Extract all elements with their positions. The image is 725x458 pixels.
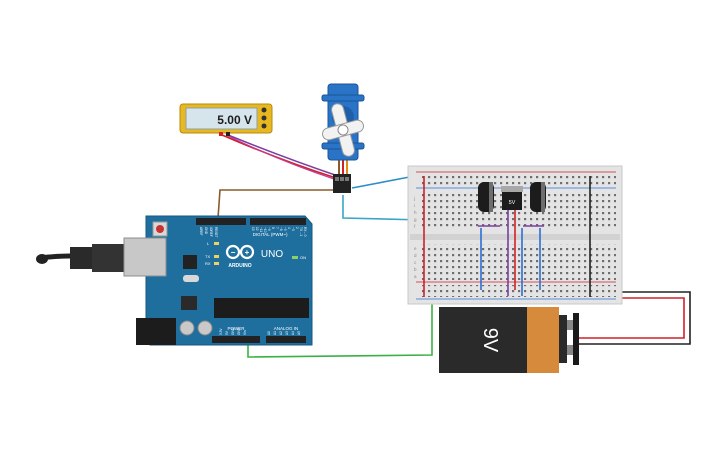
svg-text:a: a — [414, 274, 417, 279]
svg-text:c: c — [414, 260, 417, 265]
digital-pin-label: ~9 — [267, 227, 271, 231]
power-pin-label: GND — [231, 327, 235, 335]
analog-pin-label: A5 — [297, 331, 301, 335]
svg-text:d: d — [414, 253, 417, 258]
regulator-label: 5V — [509, 200, 516, 206]
digital-pin-label: ~6 — [279, 227, 283, 231]
battery-black-lead[interactable] — [578, 291, 691, 345]
header-pin-label: RESET — [214, 227, 218, 238]
arduino-uno-board[interactable]: − + ARDUINO UNO DIGITAL (PWM~) L TX RX O… — [36, 215, 313, 346]
multimeter-display: 5.00 V — [217, 113, 252, 127]
breadboard-jumpers — [423, 176, 591, 297]
multimeter-terminal[interactable] — [261, 107, 267, 113]
atmega-chip — [214, 298, 309, 318]
digital-pin-label: 13 — [251, 227, 255, 231]
svg-text:g: g — [414, 217, 417, 222]
digital-pin-label: RX←0 — [303, 227, 307, 237]
header-pin-label: GND — [204, 227, 208, 235]
battery-label: 9V — [479, 328, 501, 353]
voltage-regulator[interactable]: 5V — [501, 186, 523, 210]
svg-text:TX: TX — [205, 254, 210, 259]
svg-text:b: b — [414, 267, 417, 272]
svg-text:h: h — [414, 210, 417, 215]
analog-pins-label: ANALOG IN — [274, 326, 299, 331]
servo-motor[interactable] — [316, 83, 371, 162]
digital-pin-label: 4 — [287, 227, 291, 229]
battery-9v[interactable]: 9V — [439, 307, 579, 373]
usb-port[interactable] — [123, 237, 167, 277]
analog-pin-label: A0 — [267, 331, 271, 335]
svg-text:f: f — [414, 224, 416, 229]
capacitor-right[interactable] — [530, 182, 546, 212]
capacitor-left[interactable] — [478, 182, 494, 212]
header-pin-label: IOREF — [209, 227, 213, 237]
multimeter-terminal[interactable] — [261, 123, 267, 129]
signal-wire[interactable] — [217, 189, 333, 219]
svg-text:RX: RX — [205, 261, 211, 266]
arduino-power-wire[interactable] — [247, 290, 433, 358]
digital-pin-label: ~3 — [291, 227, 295, 231]
svg-text:e: e — [414, 246, 417, 251]
svg-text:L: L — [207, 241, 210, 246]
digital-pin-label: 7 — [275, 227, 279, 229]
digital-pin-label: ~5 — [283, 227, 287, 231]
arduino-model: UNO — [261, 249, 283, 260]
analog-pin-label: A1 — [273, 331, 277, 335]
svg-text:ON: ON — [300, 255, 306, 260]
power-pin-label: GND — [237, 327, 241, 335]
svg-text:−: − — [231, 248, 236, 257]
servo-horn[interactable] — [316, 98, 371, 161]
digital-pin-label: TX→1 — [299, 227, 303, 236]
servo-connector[interactable] — [333, 174, 351, 193]
analog-pin-label: A4 — [291, 331, 295, 335]
multimeter-black-lead[interactable] — [227, 134, 339, 177]
svg-text:j: j — [413, 196, 415, 201]
wires — [217, 134, 691, 358]
digital-pin-label: ~10 — [263, 227, 267, 233]
svg-text:i: i — [414, 203, 415, 208]
digital-pin-label: 12 — [255, 227, 259, 231]
power-pins-label: POWER — [227, 326, 245, 331]
power-pin-label: 5V — [225, 330, 229, 335]
analog-pin-label: A2 — [279, 331, 283, 335]
svg-text:+: + — [245, 248, 250, 257]
battery-red-lead[interactable] — [578, 297, 685, 339]
analog-pin-label: A3 — [285, 331, 289, 335]
header-pin-label: AREF — [199, 227, 203, 236]
power-jack[interactable] — [136, 318, 176, 345]
arduino-logo: ARDUINO — [228, 263, 251, 269]
digital-pin-label: 8 — [271, 227, 275, 229]
power-pin-label: Vin — [243, 330, 247, 335]
multimeter[interactable]: 5.00 V — [179, 103, 273, 136]
power-pin-label: 3.3V — [219, 328, 223, 335]
multimeter-blue-lead[interactable] — [225, 134, 338, 181]
digital-pins-label: DIGITAL (PWM~) — [253, 232, 288, 237]
servo-ground-wire[interactable] — [342, 195, 425, 221]
digital-pin-label: ~11 — [259, 227, 263, 232]
digital-pin-label: 2 — [295, 227, 299, 229]
multimeter-terminal[interactable] — [261, 115, 267, 121]
